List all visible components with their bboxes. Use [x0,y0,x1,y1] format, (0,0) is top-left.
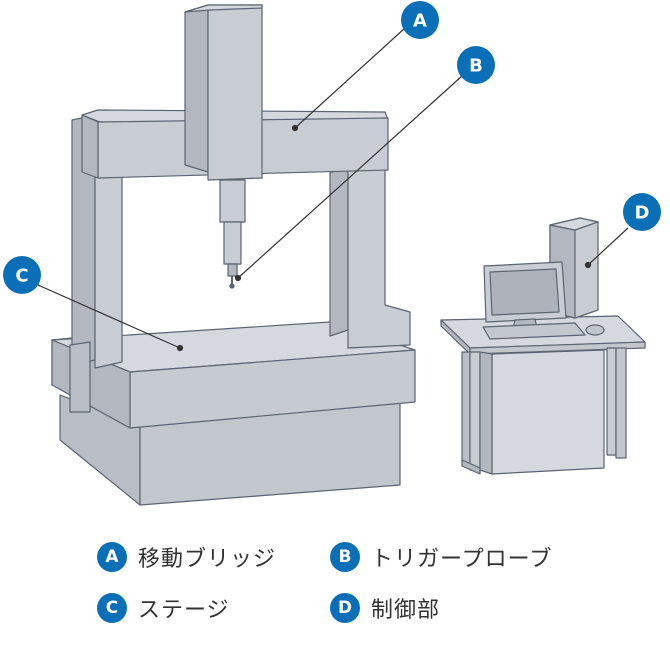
leader-line-d [587,227,629,266]
leader-line-b [237,75,463,279]
z-column [184,4,263,265]
marker-d-label: D [635,203,650,224]
marker-c-label: C [15,266,28,287]
marker-c: C [3,256,41,294]
stage [51,321,416,506]
marker-b: B [457,46,495,84]
marker-a: A [401,1,439,39]
trigger-probe [227,263,238,289]
leader-line-c [37,284,181,349]
control-unit [440,217,646,475]
marker-a-label: A [413,11,427,32]
marker-d: D [623,193,661,231]
leader-line-a [294,27,406,129]
marker-b-label: B [469,56,483,77]
